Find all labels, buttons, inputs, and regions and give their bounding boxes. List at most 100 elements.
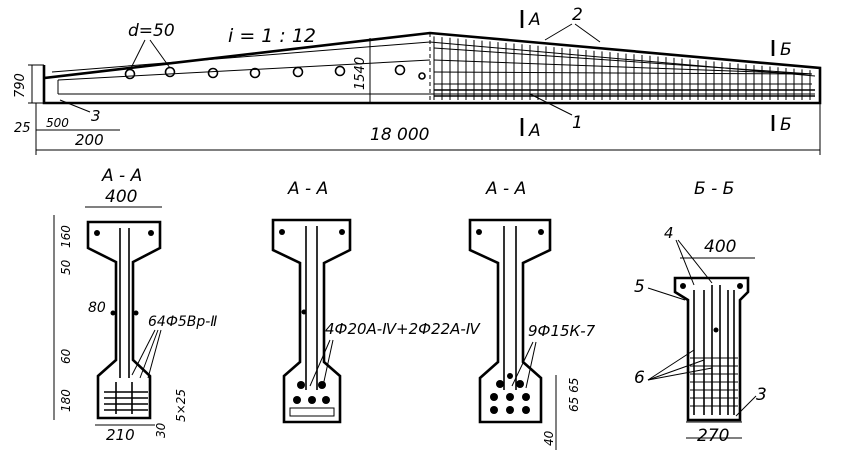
rebar-dot	[538, 229, 544, 235]
callout-3: 3	[91, 107, 101, 125]
section-mark-b-top: Б	[780, 40, 792, 60]
rebar-label-a1: 64Ф5Вр-Ⅱ	[148, 314, 217, 330]
callout-3-leader	[735, 395, 757, 417]
rebar-leader	[525, 341, 537, 389]
dim-160: 160	[59, 225, 73, 248]
callout-2: 2	[572, 5, 583, 25]
hole	[292, 66, 304, 78]
mesh-horizontal-bar	[433, 47, 813, 75]
dim-210: 210	[106, 426, 135, 444]
section-b-width-bottom: 270	[697, 426, 729, 446]
reinforcement-mesh	[433, 36, 815, 100]
rebar-dot	[737, 283, 743, 289]
rebar-dot	[301, 309, 307, 315]
dim-200: 200	[75, 131, 104, 149]
callout-4-leader	[677, 239, 713, 284]
rebar-dot	[94, 230, 100, 236]
hole	[249, 67, 261, 79]
callout-4-leader	[675, 239, 695, 286]
dim-span: 18 000	[370, 125, 429, 145]
hole-diameter-label: d=50	[128, 21, 175, 41]
hole	[124, 68, 136, 80]
stirrup	[289, 407, 335, 417]
callout-5-leader	[647, 287, 686, 301]
dim-5x25: 5×25	[174, 389, 188, 422]
rebar-leader	[139, 329, 159, 379]
hole	[334, 65, 346, 77]
callout-3-leader	[59, 99, 91, 113]
rebar-leader	[147, 329, 162, 379]
section-a1-title: А - А	[101, 166, 142, 186]
callout-6: 6	[634, 368, 645, 388]
section-mark-b-bottom: Б	[780, 115, 792, 135]
hole	[164, 66, 176, 78]
section-b-horizontals	[690, 357, 738, 407]
rebar-dot	[297, 381, 305, 389]
dim-790: 790	[13, 73, 28, 98]
section-b-outline	[673, 276, 750, 422]
dim-60: 60	[59, 348, 73, 364]
callout-2-leader	[574, 23, 601, 43]
beam-top-chord	[42, 31, 822, 105]
rebar-dot	[476, 229, 482, 235]
dim-80: 80	[88, 300, 106, 316]
rebar-dot	[713, 327, 719, 333]
section-a3-title: А - А	[485, 179, 526, 199]
section-a3: А - А 9Ф15К-7 65 65 40	[468, 179, 596, 450]
dim-500: 500	[46, 116, 69, 130]
section-a2: А - А 4Ф20А-Ⅳ+2Ф22А-Ⅳ	[271, 179, 481, 424]
rebar-label-a2: 4Ф20А-Ⅳ+2Ф22А-Ⅳ	[325, 320, 481, 338]
callout-4: 4	[664, 224, 674, 242]
hole	[394, 64, 406, 76]
section-a3-outline	[468, 218, 552, 424]
rebar-leader	[511, 341, 534, 387]
callout-1: 1	[572, 113, 583, 133]
callout-1-leader	[529, 93, 573, 116]
bottom-bundle-a1	[104, 382, 148, 414]
hole	[418, 72, 426, 80]
section-b: Б - Б 400 270 4 5	[634, 179, 767, 446]
section-b-width-top: 400	[704, 237, 736, 257]
rebar-dot	[680, 283, 686, 289]
section-a1: А - А 400 160 50 80 60 180 210 30 5×25 6…	[53, 166, 217, 444]
rebar-dot	[308, 396, 316, 404]
callout-5: 5	[634, 277, 645, 297]
hole-leader	[129, 39, 146, 71]
beam-elevation: d=50 i = 1 : 12 A A Б Б 2 1 3 790 1540 1…	[13, 5, 822, 155]
dim-40: 40	[542, 430, 556, 446]
callout-6-leader	[647, 367, 713, 381]
section-b-verticals	[693, 285, 735, 415]
section-mark-a-bottom: A	[528, 121, 541, 141]
dim-50: 50	[59, 259, 73, 275]
rebar-dot	[133, 310, 139, 316]
strand-grid	[490, 373, 530, 414]
rebar-dot	[339, 229, 345, 235]
rebar-leader	[322, 339, 334, 387]
slope-label: i = 1 : 12	[228, 25, 316, 47]
hole	[207, 67, 219, 79]
rebar-dot	[110, 310, 116, 316]
dim-30: 30	[154, 422, 168, 438]
rebar-label-a3: 9Ф15К-7	[528, 322, 596, 340]
dim-180: 180	[59, 389, 73, 412]
section-a1-width: 400	[105, 187, 137, 207]
section-b-title: Б - Б	[694, 179, 734, 199]
callout-6-leader	[647, 349, 695, 381]
rebar-dot	[293, 396, 301, 404]
rebar-leader	[309, 339, 331, 387]
dim-1540: 1540	[353, 57, 368, 90]
rebar-dot	[322, 396, 330, 404]
rebar-dot	[148, 230, 154, 236]
section-a2-outline	[271, 218, 352, 424]
web-holes	[124, 64, 426, 80]
callout-6-leader	[647, 359, 705, 381]
section-a1-outline	[86, 220, 162, 420]
dim-25: 25	[14, 121, 31, 136]
mesh-horizontal-bar	[433, 71, 813, 75]
section-mark-a-top: A	[528, 10, 541, 30]
hole-leader	[149, 39, 171, 69]
rebar-dot	[279, 229, 285, 235]
mesh-horizontal-bar	[433, 59, 813, 75]
rebar-leader	[131, 329, 156, 376]
